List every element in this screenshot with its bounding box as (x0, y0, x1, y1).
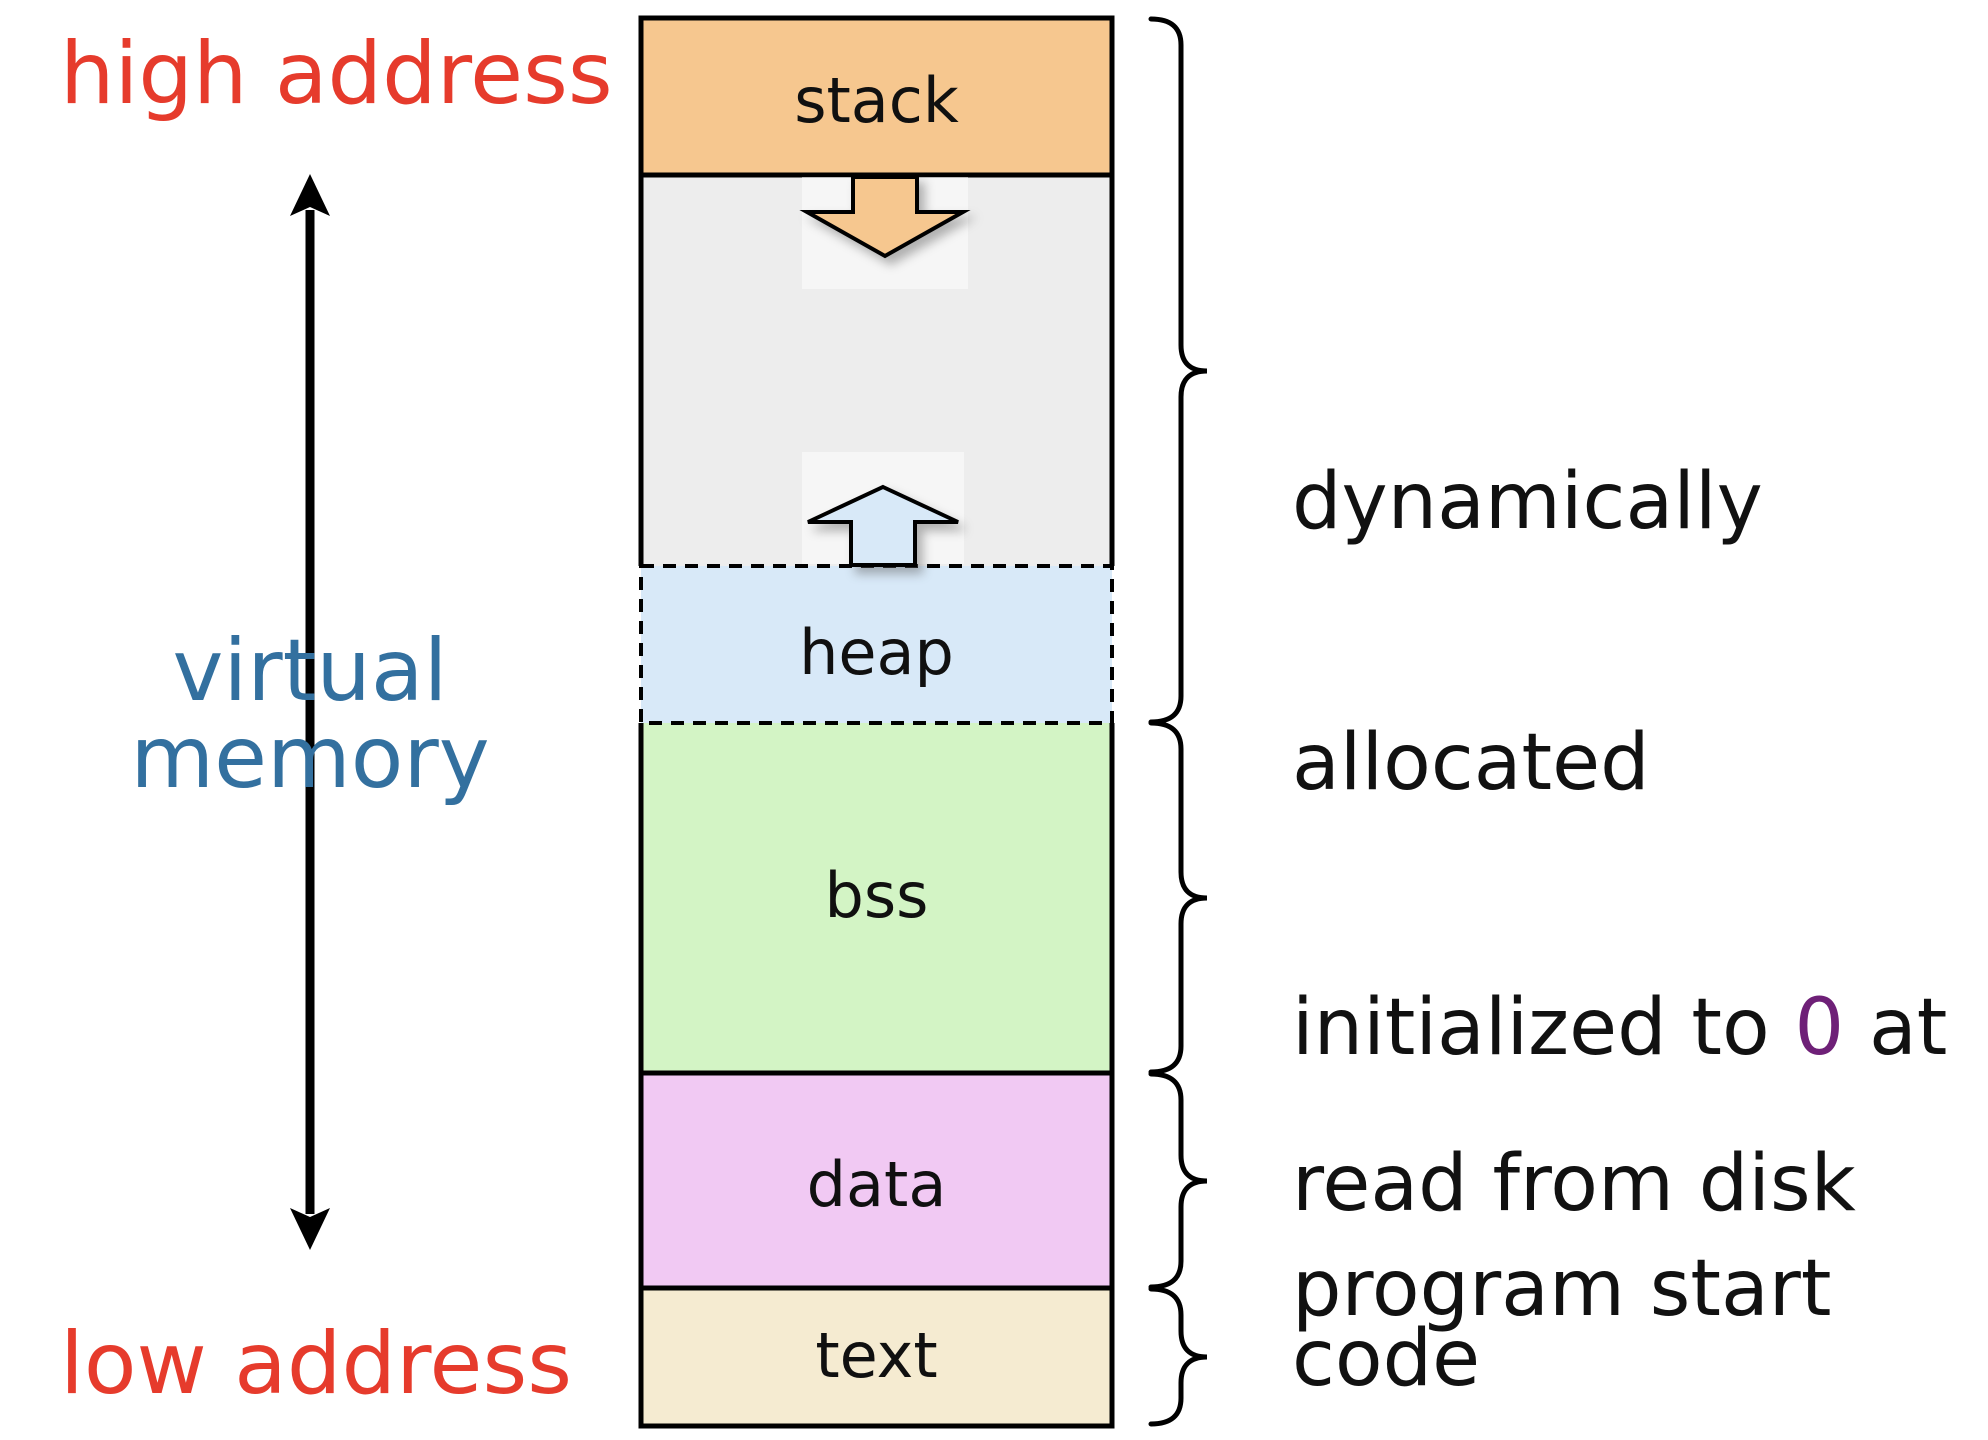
virtual-memory-label-line1: virtual (172, 621, 448, 721)
high-address-label: high address (60, 24, 613, 124)
annotation-dynamically-allocated-line2: allocated (1292, 718, 1650, 808)
data-segment-label: data (806, 1148, 947, 1221)
annotation-initialized-after: at (1844, 983, 1948, 1073)
text-segment-label: text (815, 1319, 938, 1392)
annotation-initialized-to-zero: initialized to 0 at program start (1292, 811, 1947, 1440)
brace-dynamically-allocated (1148, 16, 1208, 725)
bss-segment-label: bss (824, 859, 929, 932)
annotation-initialized-line2: program start (1292, 1244, 1832, 1334)
heap-dashed-border (639, 564, 1114, 725)
annotation-zero-value: 0 (1794, 983, 1845, 1073)
low-address-label: low address (60, 1314, 573, 1414)
segment-borders (638, 15, 1115, 1429)
brace-code (1148, 1286, 1208, 1427)
data-segment (641, 1073, 1112, 1288)
heap-segment-label: heap (799, 616, 954, 689)
annotation-initialized-before: initialized to (1292, 983, 1795, 1073)
axis-arrowhead-up-icon (290, 174, 330, 216)
annotation-dynamically-allocated: dynamically allocated (1292, 285, 1763, 981)
stack-segment (641, 18, 1112, 175)
text-segment (641, 1288, 1112, 1426)
annotation-dynamically-allocated-line1: dynamically (1292, 457, 1763, 547)
annotation-read-from-disk: read from disk (1292, 1139, 1856, 1229)
annotation-code: code (1292, 1314, 1481, 1404)
heap-segment (641, 566, 1112, 723)
heap-growth-arrow-icon (807, 484, 959, 567)
axis-arrowhead-down-icon (290, 1208, 330, 1250)
stack-growth-arrow-icon (799, 175, 971, 259)
virtual-memory-label: virtual memory (60, 628, 560, 802)
brace-read-from-disk (1148, 1071, 1208, 1290)
stack-segment-label: stack (794, 64, 959, 137)
brace-initialized-to-zero (1148, 720, 1208, 1075)
annotation-initialized-line1: initialized to 0 at (1292, 985, 1947, 1072)
bss-segment (641, 723, 1112, 1073)
virtual-memory-label-line2: memory (130, 708, 490, 808)
